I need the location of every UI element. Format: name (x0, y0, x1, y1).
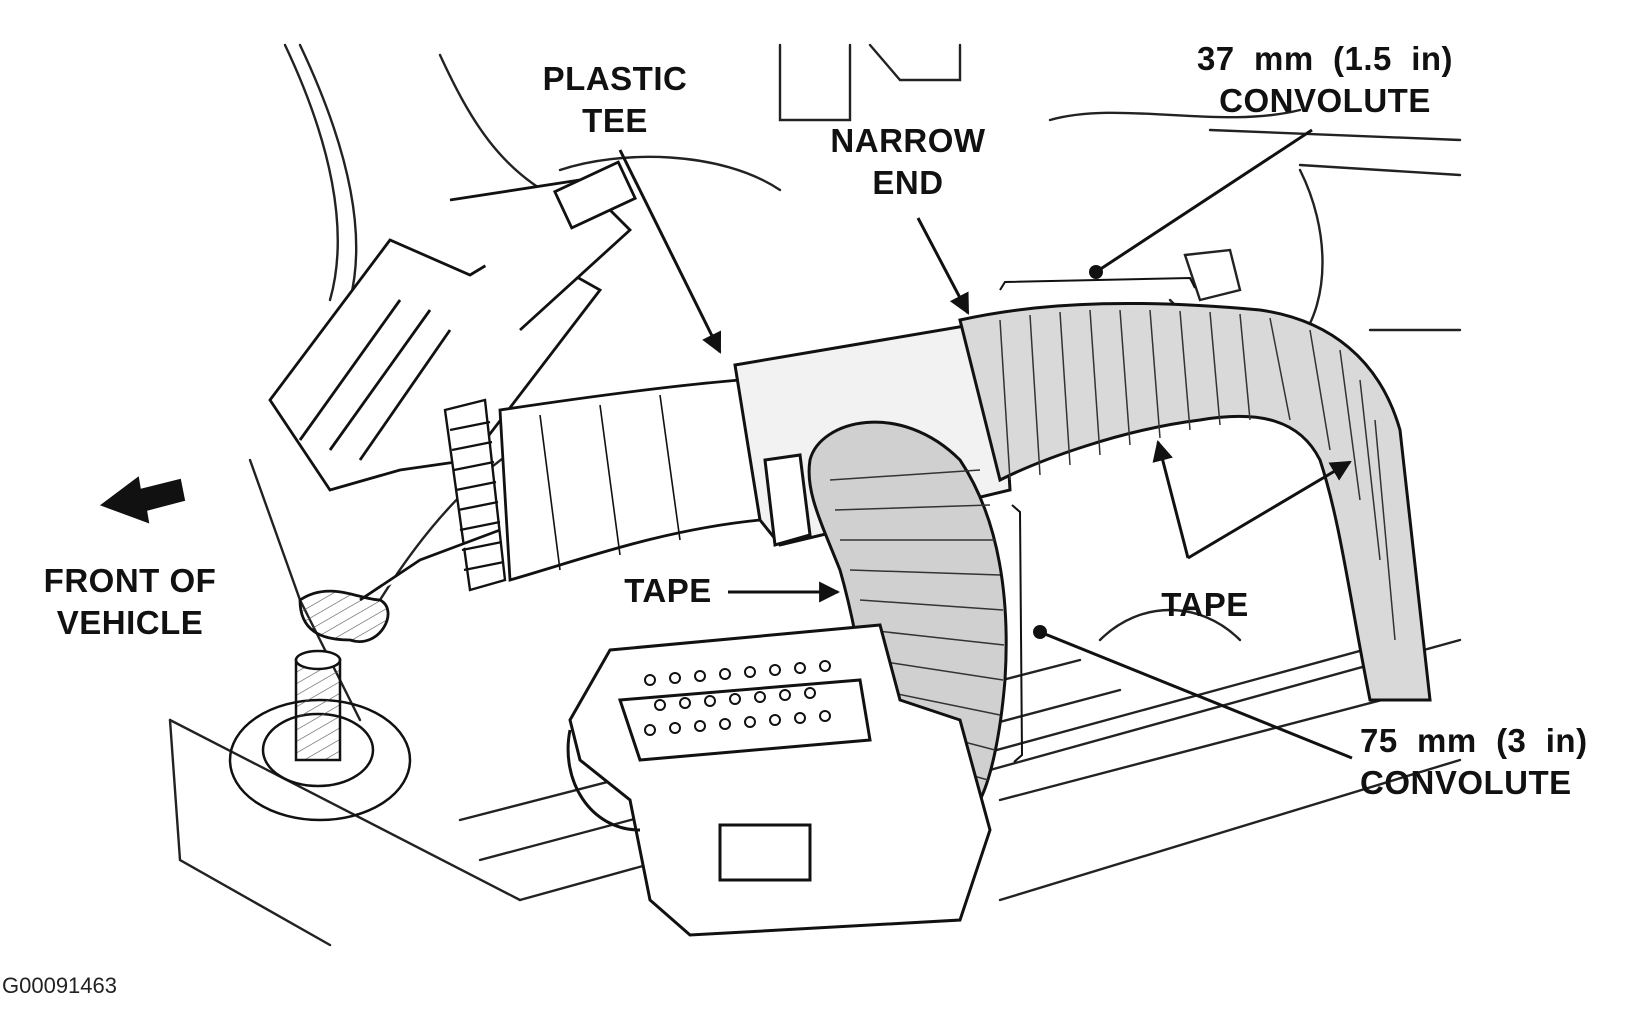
leader-lines (618, 128, 1353, 763)
tape-right-leader-1 (1152, 439, 1190, 559)
convolute-37-bracket (999, 276, 1196, 291)
label-plastic-tee: PLASTIC TEE (525, 58, 705, 142)
ribbed-clamp (443, 398, 507, 592)
label-narrow-end: NARROW END (818, 120, 998, 204)
front-direction-arrow (99, 476, 186, 524)
narrow-end-leader (916, 217, 970, 315)
label-tape-left-text: TAPE (624, 572, 712, 609)
label-front-of-vehicle-line2: VEHICLE (56, 604, 204, 641)
label-plastic-tee-line1: PLASTIC (542, 60, 688, 97)
convolute-75-bracket (1011, 504, 1024, 763)
plastic-tee-leader (618, 149, 722, 354)
label-plastic-tee-line2: TEE (582, 102, 648, 139)
multi-pin-connector (566, 623, 992, 937)
label-convolute-75: 75 mm (3 in) CONVOLUTE (1360, 720, 1630, 804)
label-front-of-vehicle: FRONT OF VEHICLE (20, 560, 240, 644)
label-narrow-end-line2: END (872, 164, 944, 201)
label-tape-right-text: TAPE (1161, 586, 1249, 623)
label-tape-right: TAPE (1140, 584, 1270, 626)
convolute-75-dot (1033, 625, 1047, 639)
label-front-of-vehicle-line1: FRONT OF (43, 562, 217, 599)
upper-left-connector (268, 160, 638, 492)
label-convolute-37-line2: CONVOLUTE (1219, 82, 1431, 119)
convolute-37-leader (1095, 128, 1313, 274)
label-convolute-75-line1: 75 mm (3 in) (1360, 722, 1588, 759)
ground-stud (228, 649, 412, 822)
label-tape-left: TAPE (608, 570, 728, 612)
figure-id: G00091463 (2, 973, 117, 998)
label-convolute-75-line2: CONVOLUTE (1360, 764, 1572, 801)
label-narrow-end-line1: NARROW (830, 122, 986, 159)
label-convolute-37: 37 mm (1.5 in) CONVOLUTE (1160, 38, 1490, 122)
label-convolute-37-line1: 37 mm (1.5 in) (1196, 40, 1454, 77)
convolute-75mm (807, 420, 1008, 802)
tape-right-leader-2 (1187, 460, 1352, 560)
convolute-37-dot (1089, 265, 1103, 279)
convolute-75-leader (1039, 630, 1353, 760)
convolute-37mm (958, 301, 1432, 702)
